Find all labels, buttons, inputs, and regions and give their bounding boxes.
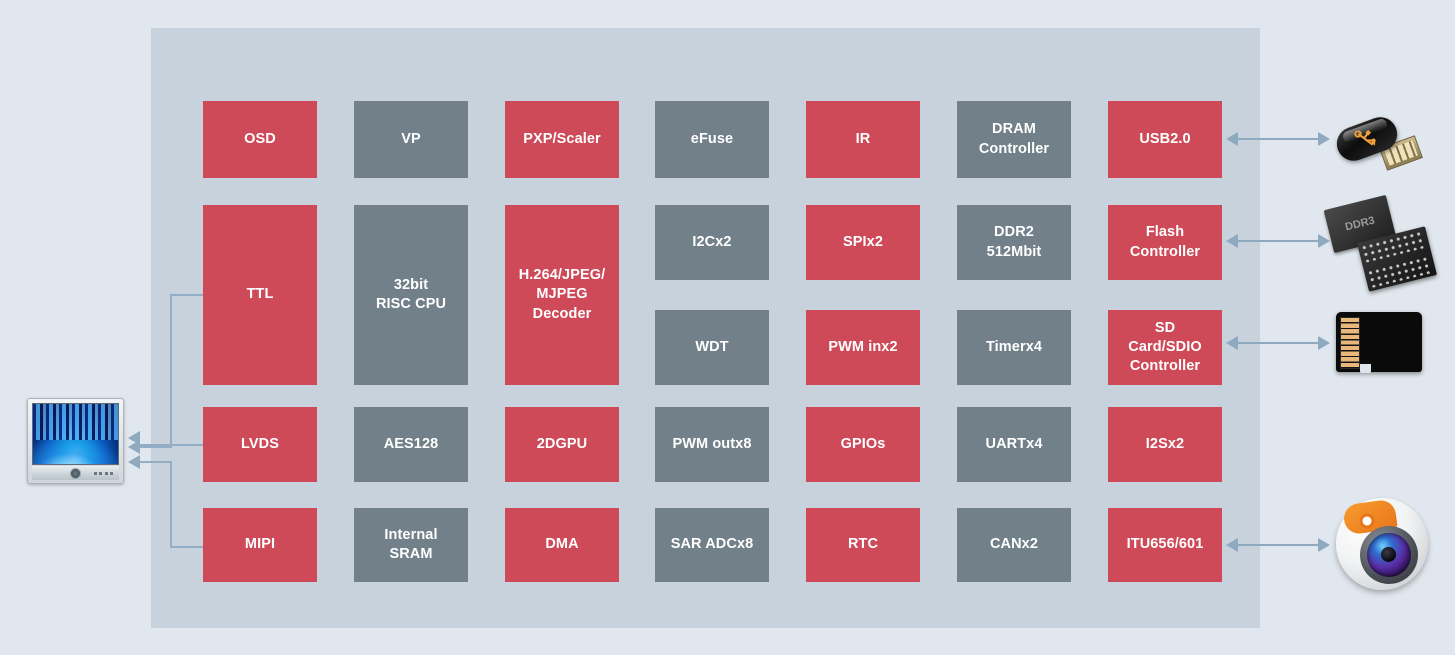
arrow-tip-right-icon [1318, 538, 1330, 552]
arrow-tip-right-icon [1318, 336, 1330, 350]
block-gpios[interactable]: GPIOs [806, 407, 920, 482]
arrow-sd-to-sd-card [1226, 335, 1330, 351]
monitor-icon [27, 398, 124, 484]
connector-ttl-horizontal-left [140, 446, 172, 448]
arrow-shaft [1237, 544, 1319, 547]
block-itu656-601[interactable]: ITU656/601 [1108, 508, 1222, 582]
sd-card-contacts [1340, 317, 1360, 369]
camera-icon [1336, 498, 1428, 590]
arrow-mipi-to-display [128, 455, 140, 469]
block-uartx4[interactable]: UARTx4 [957, 407, 1071, 482]
block-mipi[interactable]: MIPI [203, 508, 317, 582]
block-ir[interactable]: IR [806, 101, 920, 178]
block-usb20[interactable]: USB2.0 [1108, 101, 1222, 178]
block-codec[interactable]: H.264/JPEG/ MJPEG Decoder [505, 205, 619, 385]
microsd-card-icon [1336, 312, 1422, 376]
connector-ttl-horizontal-right [170, 294, 205, 296]
arrow-flash-to-memory [1226, 233, 1330, 249]
usb-logo-icon [1354, 129, 1376, 146]
block-vp[interactable]: VP [354, 101, 468, 178]
arrow-tip-left-icon [1226, 234, 1238, 248]
block-wdt[interactable]: WDT [655, 310, 769, 385]
arrow-shaft [1237, 240, 1319, 243]
arrow-lvds-to-display [128, 431, 140, 445]
block-i2cx2[interactable]: I2Cx2 [655, 205, 769, 280]
block-flash-ctrl[interactable]: Flash Controller [1108, 205, 1222, 280]
block-sd-sdio-ctrl[interactable]: SD Card/SDIO Controller [1108, 310, 1222, 385]
camera-lens [1367, 533, 1411, 577]
monitor-screen [32, 403, 119, 465]
arrow-shaft [1237, 138, 1319, 141]
block-ttl[interactable]: TTL [203, 205, 317, 385]
block-sar-adcx8[interactable]: SAR ADCx8 [655, 508, 769, 582]
power-button-icon [70, 467, 81, 479]
block-aes128[interactable]: AES128 [354, 407, 468, 482]
block-canx2[interactable]: CANx2 [957, 508, 1071, 582]
connector-mipi-horizontal-right [170, 546, 205, 548]
arrow-tip-left-icon [1226, 336, 1238, 350]
block-timerx4[interactable]: Timerx4 [957, 310, 1071, 385]
block-ddr2[interactable]: DDR2 512Mbit [957, 205, 1071, 280]
block-pwm-outx8[interactable]: PWM outx8 [655, 407, 769, 482]
block-efuse[interactable]: eFuse [655, 101, 769, 178]
usb-flash-drive-icon [1332, 106, 1434, 178]
block-lvds[interactable]: LVDS [203, 407, 317, 482]
block-pwm-inx2[interactable]: PWM inx2 [806, 310, 920, 385]
arrow-shaft [1237, 342, 1319, 345]
arrow-tip-right-icon [1318, 234, 1330, 248]
connector-mipi-horizontal-left [140, 461, 172, 463]
monitor-indicator-leds [93, 471, 113, 475]
arrow-tip-left-icon [1226, 538, 1238, 552]
connector-mipi-vertical [170, 461, 172, 547]
block-internal-sram[interactable]: Internal SRAM [354, 508, 468, 582]
arrow-tip-left-icon [1226, 132, 1238, 146]
block-cpu[interactable]: 32bit RISC CPU [354, 205, 468, 385]
block-osd[interactable]: OSD [203, 101, 317, 178]
arrow-tip-right-icon [1318, 132, 1330, 146]
block-pxp-scaler[interactable]: PXP/Scaler [505, 101, 619, 178]
sd-card-body [1336, 312, 1422, 373]
connector-lvds-horizontal [140, 444, 205, 446]
sd-card-notch [1360, 364, 1371, 373]
monitor-base [32, 466, 119, 480]
block-dma[interactable]: DMA [505, 508, 619, 582]
ddr3-memory-chip-icon: DDR3 [1323, 194, 1438, 292]
block-spix2[interactable]: SPIx2 [806, 205, 920, 280]
camera-flash-dot [1358, 512, 1376, 530]
block-dram-ctrl[interactable]: DRAM Controller [957, 101, 1071, 178]
arrow-itu-to-camera [1226, 537, 1330, 553]
block-2dgpu[interactable]: 2DGPU [505, 407, 619, 482]
connector-ttl-vertical [170, 294, 172, 447]
arrow-usb-to-usb-drive [1226, 131, 1330, 147]
block-rtc[interactable]: RTC [806, 508, 920, 582]
block-i2sx2[interactable]: I2Sx2 [1108, 407, 1222, 482]
